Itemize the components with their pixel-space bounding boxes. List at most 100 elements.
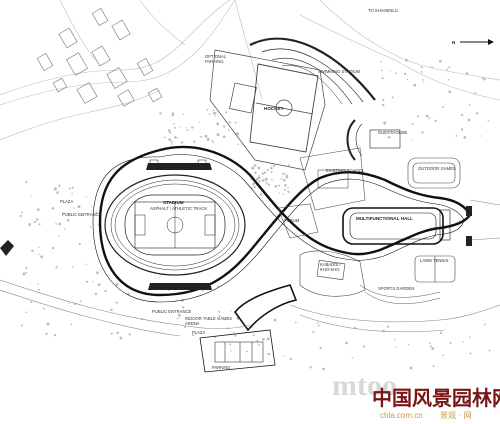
tree-dot (104, 289, 107, 293)
tree-dot (282, 193, 285, 195)
tree-dot (404, 58, 408, 62)
tree-dot (460, 128, 464, 131)
hockey-area (209, 49, 326, 171)
tree-dot (382, 98, 385, 101)
tree-dot (40, 255, 43, 259)
tree-dot (173, 123, 176, 125)
tree-dot (421, 131, 424, 134)
tree-dot (216, 133, 220, 137)
label-lawn-tennis: LAWN TENNIS (420, 258, 449, 263)
tree-dot (287, 190, 290, 193)
label-multifunctional-hall: MULTIFUNCTIONAL HALL (356, 216, 413, 221)
tree-dot (431, 347, 435, 350)
tree-dot (274, 185, 277, 188)
tree-dot (421, 79, 424, 81)
tree-dot (168, 138, 171, 141)
tree-dot (266, 169, 269, 172)
tree-dot (395, 72, 398, 75)
north-label: N (452, 40, 456, 45)
tree-dot (66, 218, 70, 222)
tree-dot (206, 109, 209, 111)
north-arrow: N (452, 39, 494, 45)
tree-dot (214, 115, 216, 117)
tree-dot (413, 83, 417, 87)
residential-blocks (36, 8, 163, 107)
tree-dot (218, 315, 221, 317)
tree-dot (25, 266, 28, 270)
forum (277, 203, 319, 239)
tree-dot (77, 205, 81, 209)
tree-dot (51, 246, 55, 250)
tree-dot (110, 308, 113, 312)
tree-dot (383, 121, 387, 125)
tree-dot (455, 135, 458, 137)
tree-dot (51, 207, 55, 210)
tree-dot (191, 126, 194, 129)
tree-dot (252, 334, 255, 337)
tree-dot (89, 226, 92, 228)
tree-dot (278, 192, 281, 194)
kabaddi (299, 250, 366, 297)
tree-dot (22, 272, 26, 276)
tree-dot (37, 283, 39, 285)
tree-dot (25, 181, 28, 184)
tree-dot (53, 334, 57, 337)
tree-dot (282, 178, 286, 182)
tree-dot (434, 119, 437, 122)
tree-dot (262, 338, 265, 341)
tree-dot (237, 318, 239, 321)
label-public-entrance-bottom: PUBLIC ENTRANCE (152, 309, 192, 314)
tree-dot (182, 306, 185, 309)
tree-dot (280, 177, 283, 180)
tree-dot (425, 114, 429, 118)
tree-dot (43, 307, 45, 310)
tree-dot (465, 72, 469, 75)
tree-dot (258, 174, 260, 177)
tree-dot (171, 114, 174, 116)
watermark-cn-title: 中国风景园林网 (372, 386, 500, 410)
tree-dot (232, 331, 235, 334)
watermark-latin: mtoo (332, 369, 397, 402)
watermark-cn-small: 景观 · 网 (440, 411, 472, 420)
tree-dot (294, 321, 297, 324)
tree-dot (317, 321, 319, 324)
tree-dot (461, 113, 464, 117)
tree-dot (254, 171, 257, 174)
tree-dot (71, 186, 74, 189)
tree-dot (35, 218, 39, 221)
tree-dot (110, 332, 113, 335)
tree-dot (475, 112, 479, 115)
watermark-url: chla.com.cn (380, 411, 423, 420)
tree-dot (283, 188, 286, 191)
tree-dot (278, 184, 281, 187)
tree-dot (58, 222, 62, 226)
tree-dot (468, 104, 471, 106)
tree-dot (462, 341, 464, 343)
tree-dot (206, 137, 210, 141)
tree-dot (208, 113, 211, 116)
tree-dot (246, 350, 248, 353)
tree-dot (416, 115, 420, 118)
sports-garden (359, 284, 441, 304)
tree-dot (268, 183, 271, 186)
tree-dot (446, 68, 449, 71)
tree-dot (159, 112, 162, 115)
watermark: mtoo 中国风景园林网 chla.com.cn 景观 · 网 (332, 369, 500, 420)
tree-dot (309, 366, 312, 369)
tree-dot (257, 176, 261, 180)
label-public-entrance-left: PUBLIC ENTRANCE (62, 212, 102, 217)
tree-dot (79, 300, 82, 303)
tree-dot (253, 186, 256, 189)
tree-dot (184, 325, 187, 328)
tree-dot (483, 323, 486, 326)
tree-dot (250, 178, 252, 180)
label-top-right-note: TO SHAHENLU (368, 8, 398, 13)
tree-dot (312, 331, 315, 334)
tree-dot (322, 367, 325, 371)
tree-dot (45, 332, 48, 336)
tree-dot (20, 324, 23, 327)
tree-dot (217, 285, 219, 288)
tree-dot (448, 66, 451, 69)
